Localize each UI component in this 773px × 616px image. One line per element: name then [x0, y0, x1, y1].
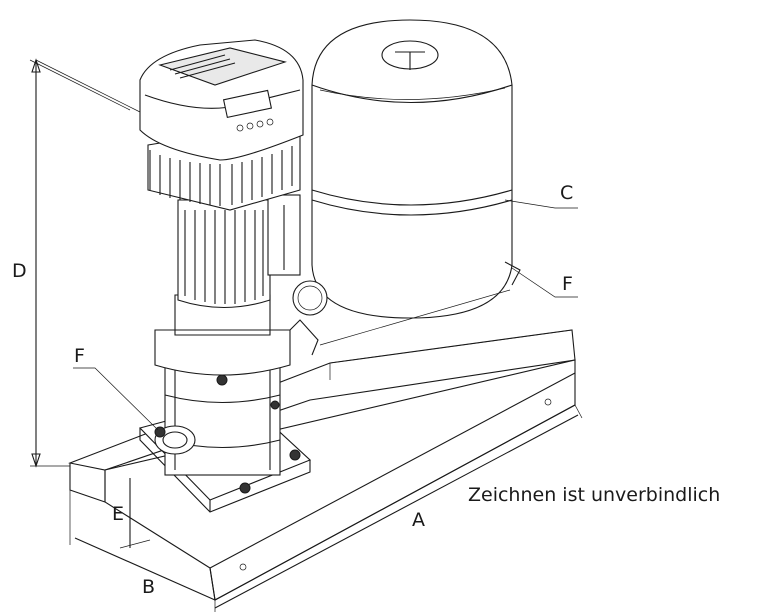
label-f-left: F — [74, 345, 85, 367]
label-c: C — [560, 182, 574, 204]
label-e: E — [112, 503, 125, 525]
motor — [177, 194, 301, 309]
base-frame — [68, 329, 576, 601]
label-b: B — [142, 576, 156, 598]
label-f-right: F — [562, 273, 573, 295]
label-d: D — [12, 260, 27, 282]
vertical-pump — [138, 280, 328, 513]
label-a: A — [412, 509, 425, 531]
controller — [139, 39, 304, 211]
dimension-lines — [29, 58, 583, 612]
disclaimer-note: Zeichnen ist unverbindlich — [468, 484, 721, 506]
pressure-vessel — [311, 19, 521, 319]
